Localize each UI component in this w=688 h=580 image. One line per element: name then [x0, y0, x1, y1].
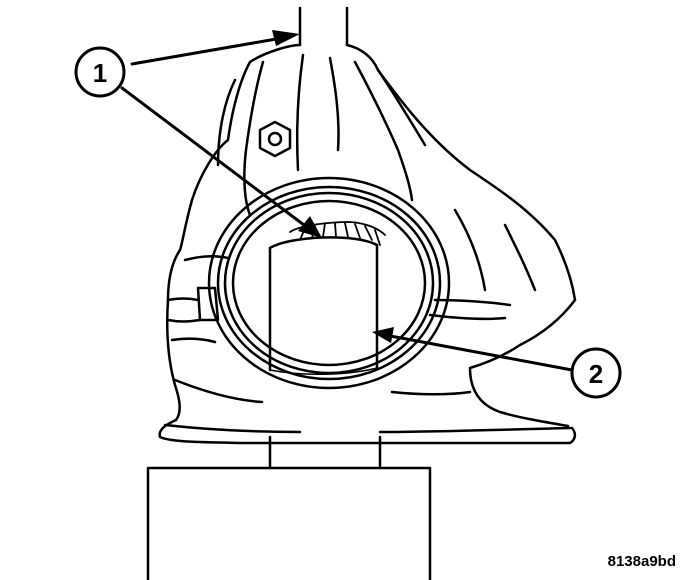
callout-2: 2	[570, 347, 622, 399]
hex-bolt	[258, 120, 292, 158]
base-block	[146, 466, 432, 580]
bearing-bore	[207, 176, 451, 390]
arrowhead-2	[372, 327, 394, 343]
leader-1-upper	[130, 36, 284, 66]
lower-tool-shaft	[268, 435, 382, 470]
callout-1: 1	[74, 46, 126, 98]
arrowhead-1-upper	[272, 30, 300, 46]
arrowhead-1-lower	[298, 216, 322, 238]
figure-id-code: 8138a9bd	[607, 553, 676, 570]
leader-2	[383, 333, 574, 372]
callout-1-label: 1	[93, 58, 107, 88]
arrowheads	[272, 30, 394, 343]
upper-tool-shaft	[298, 6, 349, 47]
leader-1-lower	[120, 86, 310, 230]
callout-2-label: 2	[589, 359, 603, 389]
installer-cylinder	[268, 236, 379, 376]
leader-arrows	[120, 36, 574, 372]
